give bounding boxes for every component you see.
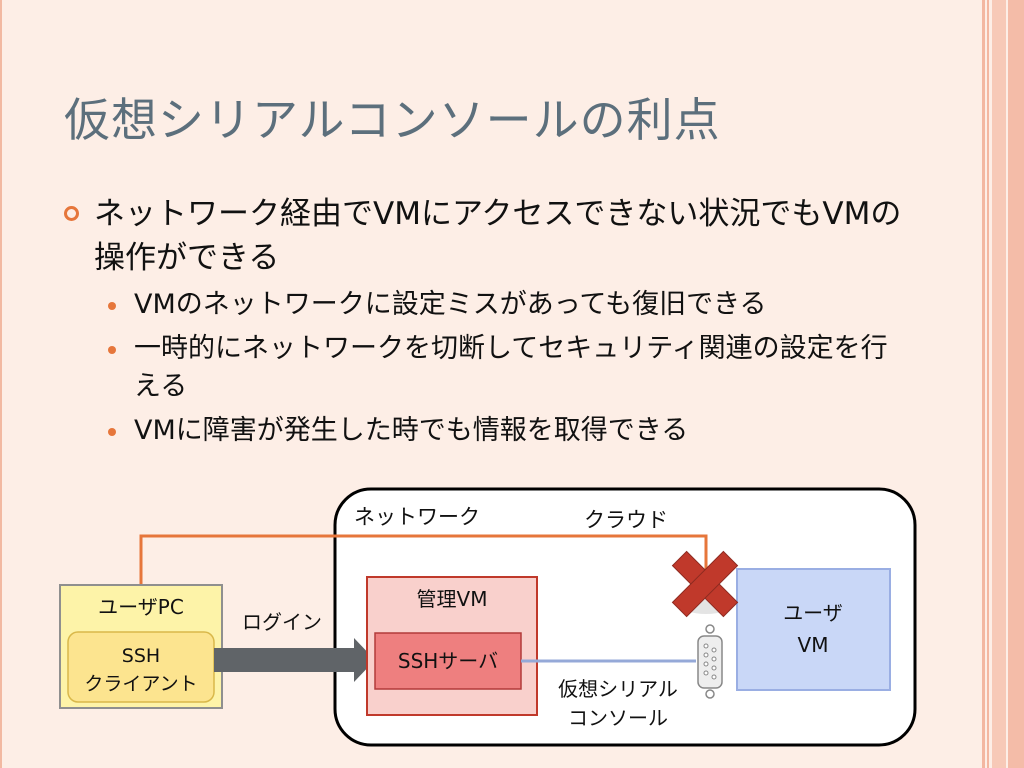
serial-console-label-line1: 仮想シリアル — [558, 677, 678, 701]
ssh-client-label-line2: クライアント — [84, 673, 197, 695]
login-arrow-icon — [214, 638, 375, 682]
slide-edge-stripes — [982, 0, 1024, 768]
cloud-label: クラウド — [584, 508, 668, 532]
ssh-server-box — [374, 632, 522, 690]
sub-bullet-text: 一時的にネットワークを切断してセキュリティ関連の設定を行える — [134, 333, 888, 402]
user-pc-label: ユーザPC — [98, 595, 184, 619]
serial-console-label-line2: コンソール — [568, 706, 668, 730]
sub-bullet-item: VMに障害が発生した時でも情報を取得できる — [64, 412, 914, 450]
login-label: ログイン — [242, 610, 322, 634]
sub-bullet-text: VMのネットワークに設定ミスがあっても復旧できる — [134, 289, 767, 320]
sub-bullet-item: 一時的にネットワークを切断してセキュリティ関連の設定を行える — [64, 330, 914, 406]
user-vm-label-line2: VM — [798, 633, 829, 657]
serial-port-icon — [697, 624, 723, 699]
sub-bullet-marker-icon — [108, 428, 116, 436]
ssh-server-label: SSHサーバ — [398, 649, 498, 673]
user-vm-label-line1: ユーザ — [783, 601, 843, 625]
bullet-list: ネットワーク経由でVMにアクセスできない状況でもVMの操作ができる VMのネット… — [64, 192, 914, 450]
user-vm-box — [736, 568, 891, 691]
block-x-icon — [671, 550, 739, 618]
network-label: ネットワーク — [354, 505, 480, 529]
management-vm-label: 管理VM — [417, 587, 488, 611]
sub-bullet-marker-icon — [108, 346, 116, 354]
sub-bullet-item: VMのネットワークに設定ミスがあっても復旧できる — [64, 286, 914, 324]
bullet-text: ネットワーク経由でVMにアクセスできない状況でもVMの操作ができる — [94, 196, 902, 276]
sub-bullet-marker-icon — [108, 302, 116, 310]
bullet-marker-icon — [64, 206, 79, 221]
slide-title: 仮想シリアルコンソールの利点 — [64, 93, 721, 147]
slide-frame-line — [0, 0, 2, 768]
ssh-client-label-line1: SSH — [122, 645, 160, 667]
sub-bullet-text: VMに障害が発生した時でも情報を取得できる — [134, 415, 689, 446]
architecture-diagram: ネットワーク クラウド ユーザPC SSH クライアント ログイン 管理VM S… — [59, 487, 917, 747]
network-path-line — [139, 534, 708, 585]
bullet-item: ネットワーク経由でVMにアクセスできない状況でもVMの操作ができる — [64, 192, 914, 280]
